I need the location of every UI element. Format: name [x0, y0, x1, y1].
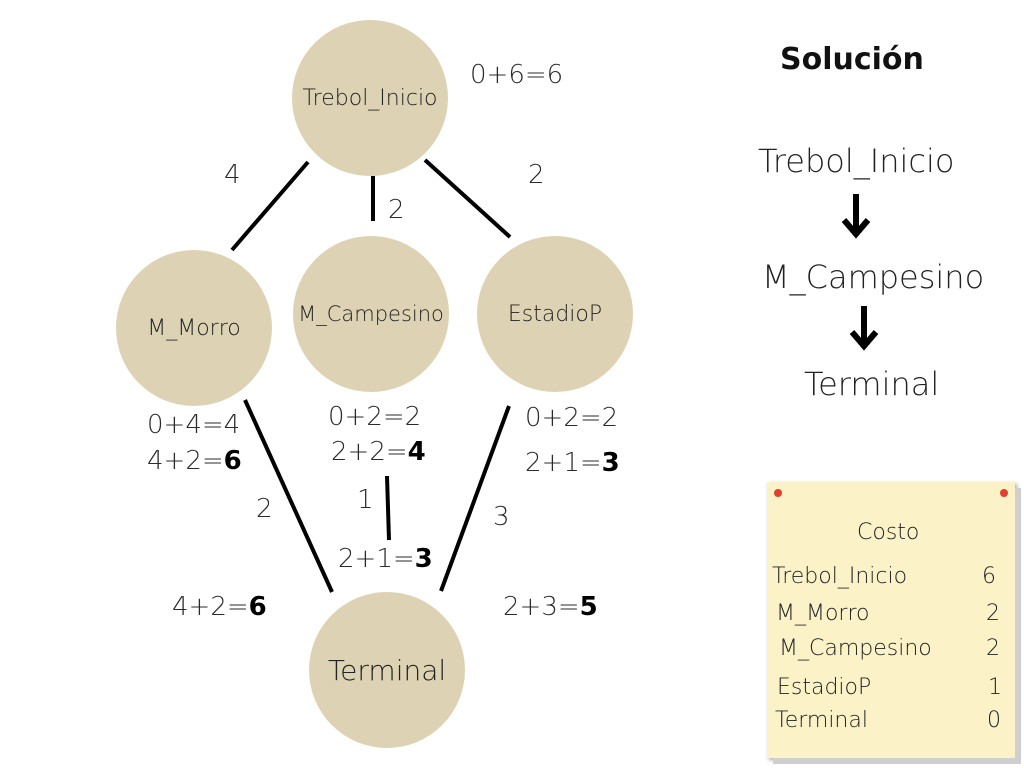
cost-row-name: Terminal: [775, 708, 868, 733]
edge-weight: 4: [224, 160, 241, 190]
calc-prefix: 4+2=: [172, 592, 249, 622]
calc-morro-terminal: 4+2=6: [172, 594, 267, 620]
cost-header: Costo: [857, 520, 920, 545]
node-estadiop: EstadioP: [477, 236, 633, 392]
calc-result: 6: [248, 592, 267, 622]
node-label: M_Campesino: [298, 302, 444, 326]
cost-row-value: 1: [988, 675, 1002, 700]
cost-row-value: 2: [986, 601, 1000, 626]
cost-row-name: M_Campesino: [779, 636, 932, 661]
solution-step-1: Trebol_Inicio: [758, 142, 955, 180]
node-label: EstadioP: [507, 301, 603, 327]
calc-prefix: 2+2=: [331, 437, 408, 467]
calc-campesino-1: 0+2=2: [328, 402, 422, 432]
edge-trebol-morro: [230, 160, 310, 252]
calc-morro-2: 4+2=6: [147, 448, 242, 474]
calc-estadio-1: 0+2=2: [525, 403, 619, 433]
calc-prefix: 4+2=: [147, 446, 224, 476]
calc-result: 5: [579, 592, 598, 622]
calc-estadio-2: 2+1=3: [525, 450, 620, 476]
edge-morro-terminal: [243, 399, 334, 593]
edge-trebol-estadio: [423, 158, 512, 239]
edge-weight: 1: [357, 485, 374, 515]
calc-prefix: 2+1=: [525, 448, 602, 478]
edge-campesino-terminal: [385, 475, 391, 541]
edge-weight: 2: [256, 494, 273, 524]
cost-row-value: 0: [987, 708, 1001, 733]
node-m-campesino: M_Campesino: [293, 236, 449, 392]
solution-step-2: M_Campesino: [762, 258, 985, 296]
calc-estadio-terminal: 2+3=5: [503, 594, 598, 620]
pin-icon: [1000, 489, 1008, 497]
cost-row-value: 6: [982, 564, 996, 589]
calc-result: 6: [223, 446, 242, 476]
calc-result: 3: [414, 544, 433, 574]
calc-prefix: 2+3=: [503, 592, 580, 622]
node-label: Terminal: [327, 653, 447, 687]
node-trebol-inicio: Trebol_Inicio: [292, 20, 448, 176]
cost-row-value: 2: [986, 636, 1000, 661]
node-terminal: Terminal: [309, 592, 465, 748]
cost-row-name: Trebol_Inicio: [772, 564, 908, 589]
solution-title: Solución: [780, 42, 924, 77]
node-m-morro: M_Morro: [116, 250, 272, 406]
calc-campesino-terminal: 2+1=3: [338, 546, 433, 572]
cost-row-name: M_Morro: [776, 601, 870, 626]
arrow-down-icon: [849, 306, 879, 351]
calc-campesino-2: 2+2=4: [331, 439, 426, 465]
calc-morro-1: 0+4=4: [147, 410, 241, 440]
cost-note: Costo Trebol_Inicio 6 M_Morro 2 M_Campes…: [767, 482, 1015, 758]
node-label: M_Morro: [147, 315, 241, 341]
pin-icon: [774, 489, 782, 497]
edge-weight: 3: [493, 502, 510, 532]
solution-step-3: Terminal: [804, 365, 940, 403]
node-label: Trebol_Inicio: [302, 85, 438, 111]
cost-row-name: EstadioP: [777, 675, 872, 700]
calc-result: 3: [601, 448, 620, 478]
calc-trebol: 0+6=6: [470, 60, 564, 90]
calc-result: 4: [407, 437, 426, 467]
edge-estadio-terminal: [439, 405, 511, 592]
edge-weight: 2: [528, 160, 545, 190]
edge-weight: 2: [388, 195, 405, 225]
arrow-down-icon: [841, 194, 871, 239]
calc-prefix: 2+1=: [338, 544, 415, 574]
